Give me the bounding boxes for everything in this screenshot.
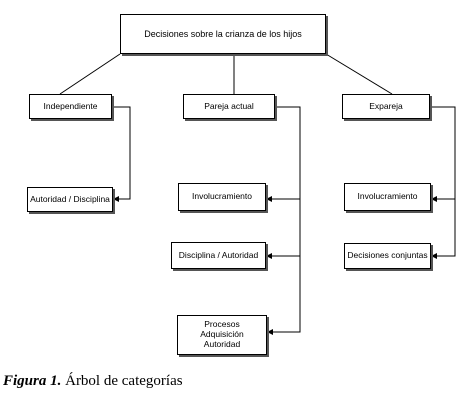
leaf-label: Involucramiento: [357, 191, 418, 202]
category-label: Independiente: [43, 100, 98, 111]
leaf-label: Involucramiento: [191, 191, 252, 202]
category-label: Expareja: [369, 100, 403, 111]
leaf-label-line: Autoridad: [203, 338, 241, 349]
leaf-procesos-adquisicion-autoridad: Procesos Adquisición Autoridad: [177, 315, 267, 355]
leaf-label-line: Procesos: [204, 319, 240, 330]
category-pareja-actual: Pareja actual: [183, 94, 275, 119]
leaf-label: Decisiones conjuntas: [347, 250, 428, 261]
leaf-autoridad-disciplina: Autoridad / Disciplina: [27, 187, 113, 212]
leaf-involucramiento-pareja: Involucramiento: [178, 183, 266, 211]
root-node: Decisiones sobre la crianza de los hijos: [120, 14, 326, 54]
root-node-label: Decisiones sobre la crianza de los hijos: [144, 28, 302, 39]
leaf-decisiones-conjuntas: Decisiones conjuntas: [344, 243, 431, 269]
figure-label: Figura 1.: [3, 373, 62, 389]
leaf-involucramiento-expareja: Involucramiento: [344, 183, 431, 211]
leaf-label: Disciplina / Autoridad: [178, 249, 259, 260]
leaf-label: Autoridad / Disciplina: [30, 193, 110, 204]
category-label: Pareja actual: [204, 100, 254, 111]
leaf-disciplina-autoridad: Disciplina / Autoridad: [171, 242, 266, 269]
figure-caption: Figura 1. Árbol de categorías: [3, 373, 183, 390]
leaf-label-line: Adquisición: [200, 329, 244, 340]
category-expareja: Expareja: [342, 94, 430, 119]
category-independiente: Independiente: [29, 94, 112, 119]
figure-title: Árbol de categorías: [61, 373, 183, 389]
